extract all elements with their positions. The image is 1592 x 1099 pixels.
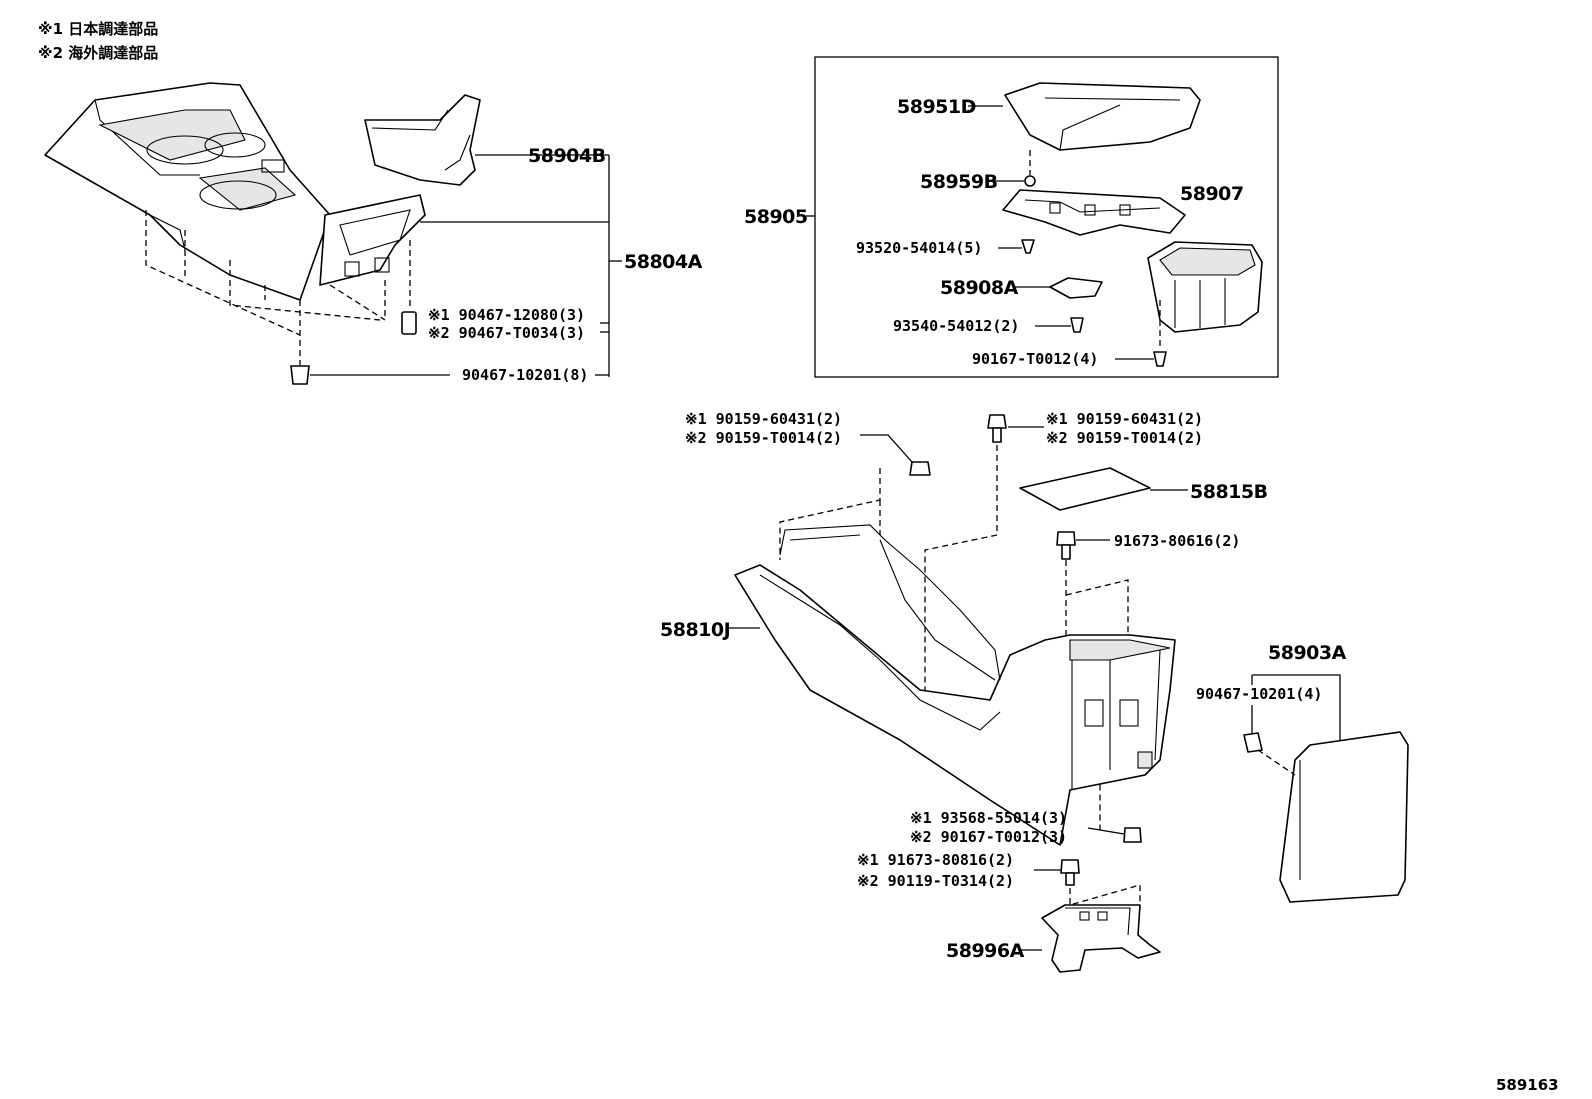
note-overseas-sourced: ※2 海外調達部品 bbox=[38, 44, 158, 62]
upper-console-panel bbox=[44, 82, 331, 301]
note-japan-sourced: ※1 日本調達部品 bbox=[38, 20, 158, 38]
clip-90467-10201-icon bbox=[290, 365, 310, 385]
label-90467-10201-4: 90467-10201(4) bbox=[1196, 685, 1322, 703]
part-58815B-mat bbox=[1019, 467, 1151, 511]
label-93568-55014: ※1 93568-55014(3) bbox=[910, 809, 1067, 827]
label-93520-54014: 93520-54014(5) bbox=[856, 239, 982, 257]
screw-93520-icon bbox=[1021, 239, 1035, 254]
label-90159-T0014-left: ※2 90159-T0014(2) bbox=[685, 429, 842, 447]
label-93540-54012: 93540-54012(2) bbox=[893, 317, 1019, 335]
label-90119-T0314: ※2 90119-T0314(2) bbox=[857, 872, 1014, 890]
diagram-id: 589163 bbox=[1496, 1076, 1559, 1094]
label-58908A: 58908A bbox=[940, 277, 1019, 299]
bolt-90159-left-icon bbox=[909, 461, 931, 476]
bolt-91673-80816-icon bbox=[1060, 859, 1080, 886]
label-91673-80616: 91673-80616(2) bbox=[1114, 532, 1240, 550]
label-58959B: 58959B bbox=[920, 171, 998, 193]
label-58903A: 58903A bbox=[1268, 642, 1347, 664]
label-58907: 58907 bbox=[1180, 183, 1244, 205]
clip-90467-10201-4-icon bbox=[1243, 732, 1263, 753]
bolt-93568-icon bbox=[1123, 827, 1142, 843]
label-90159-60431-right: ※1 90159-60431(2) bbox=[1046, 410, 1203, 428]
part-58810J-console-body bbox=[734, 524, 1176, 846]
label-90467-T0034: ※2 90467-T0034(3) bbox=[428, 324, 585, 342]
armrest-assembly-box bbox=[814, 56, 1279, 378]
label-90167-T0012-4: 90167-T0012(4) bbox=[972, 350, 1098, 368]
label-90467-10201-8: 90467-10201(8) bbox=[462, 366, 588, 384]
screw-90167-T0012-4-icon bbox=[1153, 351, 1167, 367]
label-58905: 58905 bbox=[744, 206, 808, 228]
part-58951D-lid bbox=[1004, 82, 1201, 151]
label-90467-12080: ※1 90467-12080(3) bbox=[428, 306, 585, 324]
label-58810J: 58810J bbox=[660, 619, 730, 641]
part-58907-box bbox=[1147, 241, 1263, 333]
label-91673-80816: ※1 91673-80816(2) bbox=[857, 851, 1014, 869]
screw-58959B-icon bbox=[1024, 175, 1036, 187]
part-58996A-bracket bbox=[1041, 904, 1161, 973]
upper-console-bezel bbox=[319, 194, 426, 286]
part-58959B-hinge bbox=[1002, 189, 1186, 236]
label-58996A: 58996A bbox=[946, 940, 1025, 962]
label-58815B: 58815B bbox=[1190, 481, 1268, 503]
label-90159-T0014-right: ※2 90159-T0014(2) bbox=[1046, 429, 1203, 447]
label-90159-60431-left: ※1 90159-60431(2) bbox=[685, 410, 842, 428]
screw-93540-icon bbox=[1070, 317, 1084, 333]
clip-90467-12080-icon bbox=[401, 311, 417, 335]
part-58904B-cup-liner bbox=[364, 94, 481, 186]
part-58908A-latch bbox=[1049, 277, 1103, 299]
part-58903A-rear-panel bbox=[1279, 731, 1409, 903]
bolt-91673-80616-icon bbox=[1056, 531, 1076, 560]
label-58804A: 58804A bbox=[624, 251, 703, 273]
label-58951D: 58951D bbox=[897, 96, 976, 118]
label-90167-T0012-3: ※2 90167-T0012(3) bbox=[910, 828, 1067, 846]
label-58904B: 58904B bbox=[528, 145, 606, 167]
bolt-90159-right-icon bbox=[987, 414, 1007, 443]
